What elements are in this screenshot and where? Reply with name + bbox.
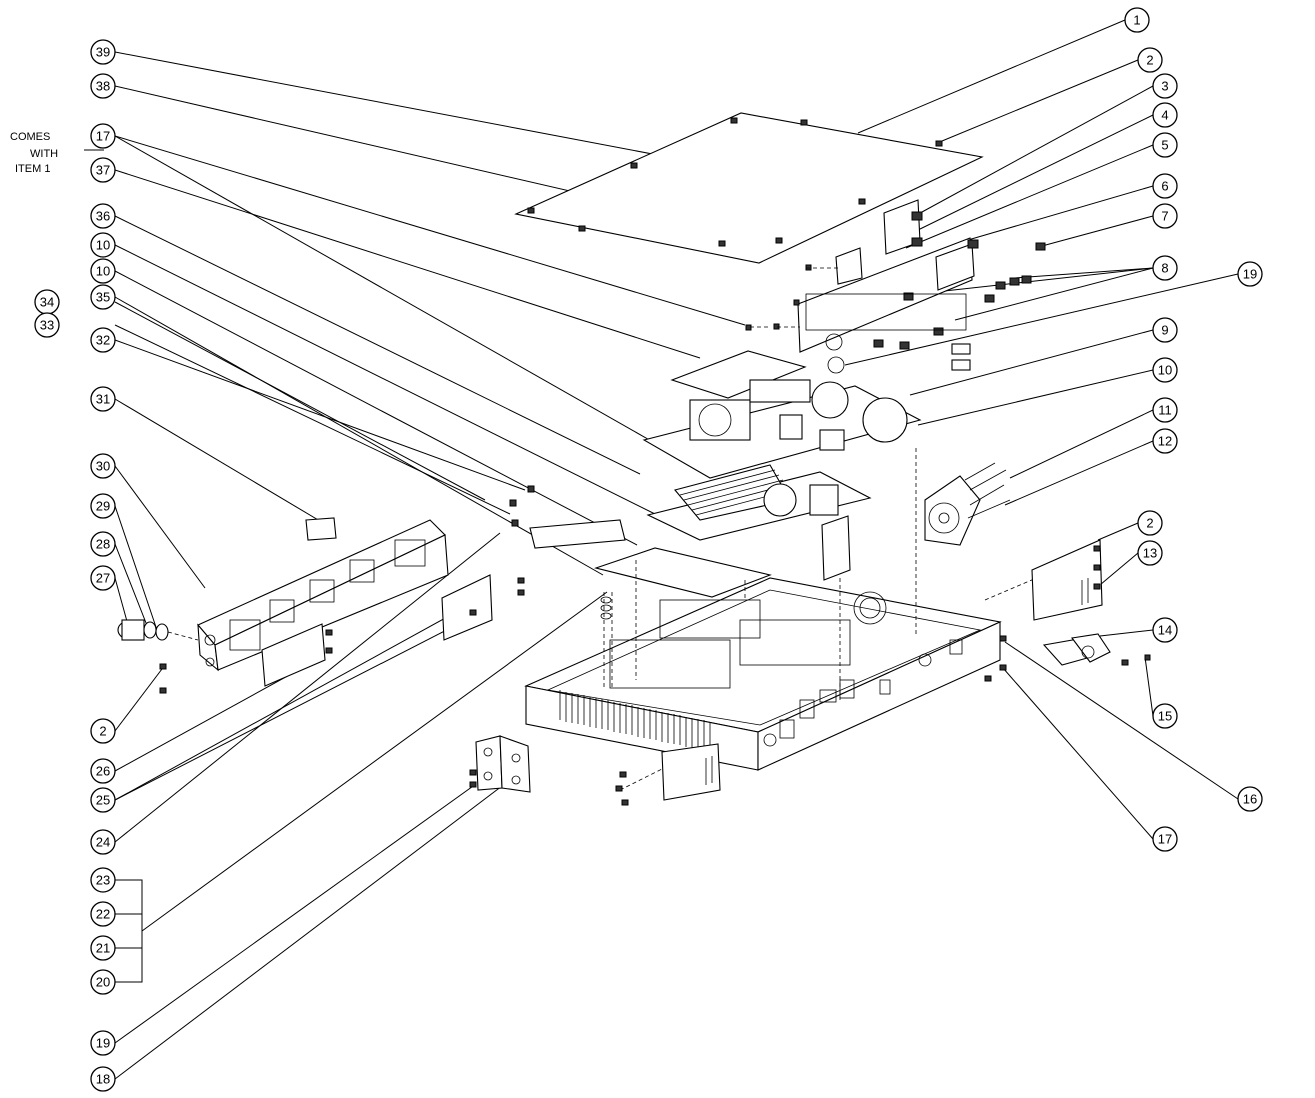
callout-9: 9 xyxy=(1152,317,1178,343)
note-line-1: COMES xyxy=(10,131,50,143)
callout-2: 2 xyxy=(1137,47,1163,73)
note-line-3: ITEM 1 xyxy=(15,163,50,175)
callout-34: 34 xyxy=(34,289,60,315)
svg-text:38: 38 xyxy=(96,79,110,94)
callout-18: 18 xyxy=(90,1066,116,1092)
callout-bubbles: 1 2 3 4 5 6 7 8 19 9 10 11 12 2 13 14 15… xyxy=(34,7,1263,1092)
svg-text:14: 14 xyxy=(1158,623,1172,638)
callout-2-right-lower: 2 xyxy=(1137,510,1163,536)
svg-text:5: 5 xyxy=(1161,138,1168,153)
svg-text:17: 17 xyxy=(1158,832,1172,847)
svg-text:24: 24 xyxy=(96,835,110,850)
callout-12: 12 xyxy=(1152,428,1178,454)
svg-text:19: 19 xyxy=(96,1036,110,1051)
callout-26: 26 xyxy=(90,758,116,784)
callout-35: 35 xyxy=(90,284,116,310)
parts-drawing xyxy=(117,112,1151,806)
callout-19-right: 19 xyxy=(1237,261,1263,287)
callout-10-right: 10 xyxy=(1152,357,1178,383)
svg-text:2: 2 xyxy=(99,724,106,739)
callout-6: 6 xyxy=(1152,173,1178,199)
svg-text:10: 10 xyxy=(96,238,110,253)
callout-4: 4 xyxy=(1152,102,1178,128)
callout-7: 7 xyxy=(1152,203,1178,229)
callout-25: 25 xyxy=(90,787,116,813)
callout-33: 33 xyxy=(34,312,60,338)
svg-text:31: 31 xyxy=(96,392,110,407)
callout-10-left-a: 10 xyxy=(90,232,116,258)
svg-text:8: 8 xyxy=(1161,261,1168,276)
svg-text:20: 20 xyxy=(96,975,110,990)
svg-text:12: 12 xyxy=(1158,434,1172,449)
callout-39: 39 xyxy=(90,39,116,65)
callout-19-left: 19 xyxy=(90,1030,116,1056)
svg-text:7: 7 xyxy=(1161,209,1168,224)
callout-8: 8 xyxy=(1152,255,1178,281)
callout-37: 37 xyxy=(90,157,116,183)
svg-text:23: 23 xyxy=(96,873,110,888)
svg-text:2: 2 xyxy=(1146,516,1153,531)
svg-text:30: 30 xyxy=(96,459,110,474)
note-comes-with-item-1: COMES WITH ITEM 1 xyxy=(10,131,58,175)
svg-text:11: 11 xyxy=(1158,403,1172,418)
svg-text:37: 37 xyxy=(96,163,110,178)
callout-28: 28 xyxy=(90,531,116,557)
svg-text:2: 2 xyxy=(1146,53,1153,68)
callout-11: 11 xyxy=(1152,397,1178,423)
callout-13: 13 xyxy=(1137,540,1163,566)
callout-17-right: 17 xyxy=(1152,826,1178,852)
callout-2-left: 2 xyxy=(90,718,116,744)
svg-text:28: 28 xyxy=(96,537,110,552)
svg-text:27: 27 xyxy=(96,571,110,586)
callout-24: 24 xyxy=(90,829,116,855)
callout-27: 27 xyxy=(90,565,116,591)
callout-22: 22 xyxy=(90,901,116,927)
callout-10-left-b: 10 xyxy=(90,258,116,284)
svg-text:18: 18 xyxy=(96,1072,110,1087)
svg-text:32: 32 xyxy=(96,333,110,348)
callout-16: 16 xyxy=(1237,786,1263,812)
svg-text:19: 19 xyxy=(1243,267,1257,282)
svg-text:4: 4 xyxy=(1161,108,1168,123)
callout-31: 31 xyxy=(90,386,116,412)
svg-text:13: 13 xyxy=(1143,546,1157,561)
callout-30: 30 xyxy=(90,453,116,479)
callout-15: 15 xyxy=(1152,703,1178,729)
svg-text:33: 33 xyxy=(40,318,54,333)
note-line-2: WITH xyxy=(30,148,58,160)
svg-text:21: 21 xyxy=(96,941,110,956)
callout-14: 14 xyxy=(1152,617,1178,643)
svg-text:1: 1 xyxy=(1133,13,1140,28)
svg-text:35: 35 xyxy=(96,290,110,305)
svg-text:25: 25 xyxy=(96,793,110,808)
callout-3: 3 xyxy=(1152,73,1178,99)
callout-1: 1 xyxy=(1124,7,1150,33)
svg-text:3: 3 xyxy=(1161,79,1168,94)
callout-32: 32 xyxy=(90,327,116,353)
svg-text:9: 9 xyxy=(1161,323,1168,338)
callout-21: 21 xyxy=(90,935,116,961)
svg-text:36: 36 xyxy=(96,209,110,224)
callout-38: 38 xyxy=(90,73,116,99)
callout-36: 36 xyxy=(90,203,116,229)
svg-text:10: 10 xyxy=(96,264,110,279)
svg-text:6: 6 xyxy=(1161,179,1168,194)
callout-17-left: 17 xyxy=(90,123,116,149)
svg-text:26: 26 xyxy=(96,764,110,779)
svg-text:15: 15 xyxy=(1158,709,1172,724)
svg-text:39: 39 xyxy=(96,45,110,60)
callout-5: 5 xyxy=(1152,132,1178,158)
svg-text:17: 17 xyxy=(96,129,110,144)
svg-text:16: 16 xyxy=(1243,792,1257,807)
svg-text:10: 10 xyxy=(1158,363,1172,378)
svg-text:22: 22 xyxy=(96,907,110,922)
callout-29: 29 xyxy=(90,493,116,519)
callout-23: 23 xyxy=(90,867,116,893)
svg-text:29: 29 xyxy=(96,499,110,514)
callout-20: 20 xyxy=(90,969,116,995)
svg-text:34: 34 xyxy=(40,295,54,310)
